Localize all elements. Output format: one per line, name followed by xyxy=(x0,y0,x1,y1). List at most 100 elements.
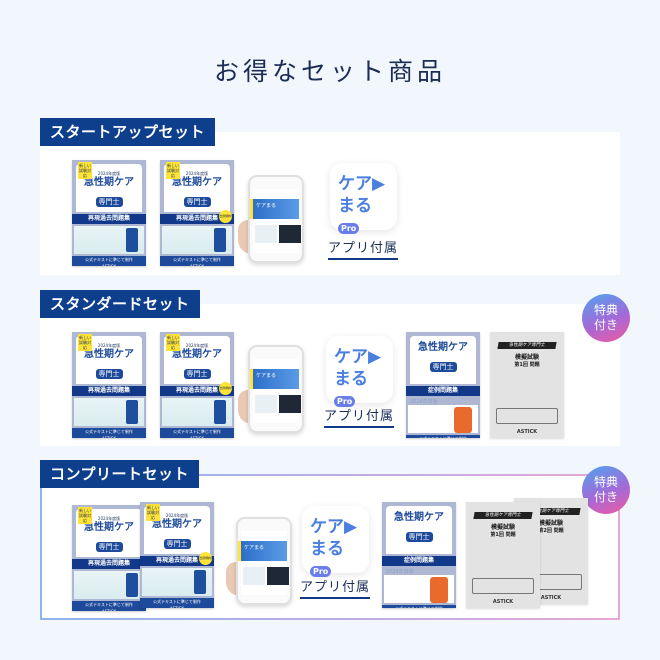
book-subtitle: 専門士 xyxy=(95,197,123,207)
new-tag: 新しい試験対応 xyxy=(78,507,92,524)
book-footer: 公式テキストに準じて制作 xyxy=(406,435,480,438)
badge-line2: 付き xyxy=(593,318,618,332)
book-band: 再現過去問題集 xyxy=(72,214,146,224)
edition-year: 2024年度版 xyxy=(410,399,438,405)
app-card xyxy=(255,395,277,413)
book-title: 急性期ケア xyxy=(84,522,134,533)
app-icon: ケア▶まる Pro xyxy=(302,506,369,577)
footer-text: 公式テキストに準じて制作 xyxy=(395,606,443,608)
book-subtitle: 専門士 xyxy=(183,369,211,379)
edition-year: 2024年度版 xyxy=(97,343,121,348)
app-name-line1: ケア▶ xyxy=(334,347,382,367)
app-screen-banner: ケアまる xyxy=(250,369,299,389)
footer-text: 公式テキストに準じて制作 xyxy=(85,429,133,434)
publisher-logo: ASTICK xyxy=(102,436,116,438)
footer-text: 公式テキストに準じて制作 xyxy=(419,436,467,438)
mock-header: 急性期ケア専門士 xyxy=(473,512,533,519)
book-footer: 公式テキストに準じて制作ASTICK xyxy=(160,428,234,438)
footer-text: 公式テキストに準じて制作 xyxy=(153,599,201,604)
bonus-badge: 特典付き xyxy=(582,294,630,342)
publisher-logo: ASTICK xyxy=(540,595,562,601)
book-illustration xyxy=(74,398,144,426)
badge-line1: 特典 xyxy=(593,475,618,489)
pro-tag: Pro xyxy=(338,222,360,234)
book-illustration xyxy=(162,226,232,254)
bonus-badge: 特典付き xyxy=(582,466,630,514)
book-band: 再現過去問題集 xyxy=(72,386,146,396)
book-band: 症例問題集 xyxy=(406,386,480,396)
publisher-logo: ASTICK xyxy=(190,264,204,266)
mock-round: 第1回 問題 xyxy=(490,532,516,538)
app-name-line1: ケア▶ xyxy=(338,174,386,194)
app-card xyxy=(243,567,265,585)
set-label-standard: スタンダードセット xyxy=(40,290,200,318)
app-name-line2: まる xyxy=(310,539,344,559)
app-icon: ケア▶まる Pro xyxy=(330,163,397,234)
trend-stamp: 出題傾向 xyxy=(219,210,232,223)
set-label-complete: コンプリートセット xyxy=(40,460,200,488)
edition-year: 2024年度版 xyxy=(165,513,189,518)
app-name-line1: ケア▶ xyxy=(310,517,358,537)
book-illustration xyxy=(74,571,144,599)
app-card xyxy=(279,395,301,413)
app-included-label: アプリ付属 xyxy=(324,408,395,428)
new-tag: 新しい試験対応 xyxy=(146,504,160,521)
book-title: 急性期ケア xyxy=(84,349,134,360)
book-illustration xyxy=(162,398,232,426)
pro-tag: Pro xyxy=(334,395,356,407)
app-included-label: アプリ付属 xyxy=(300,579,371,599)
trend-stamp: 出題傾向 xyxy=(199,552,212,565)
publisher-logo: ASTICK xyxy=(492,599,514,605)
mock-round: 第2回 問題 xyxy=(538,528,564,534)
edition-year: 2024年度版 xyxy=(97,171,121,176)
book-title: 急性期ケア xyxy=(84,177,134,188)
edition-year: 2024年度版 xyxy=(185,171,209,176)
publisher-logo: ASTICK xyxy=(102,609,116,611)
book-title: 急性期ケア xyxy=(172,177,222,188)
book-band: 再現過去問題集 xyxy=(160,386,234,396)
footer-text: 公式テキストに準じて制作 xyxy=(85,257,133,262)
page-title: お得なセット商品 xyxy=(213,57,446,86)
instructions-box xyxy=(472,578,534,594)
new-tag: 新しい試験対応 xyxy=(166,334,180,351)
pro-tag: Pro xyxy=(310,565,332,577)
book-illustration xyxy=(74,226,144,254)
new-tag: 新しい試験対応 xyxy=(78,334,92,351)
book-band: 再現過去問題集 xyxy=(160,214,234,224)
app-name-line2: まる xyxy=(334,369,368,389)
phone-mockup: ケアまる xyxy=(248,345,304,433)
mock-exam-booklet: 急性期ケア専門士模擬試験第1回 問題 ASTICK xyxy=(466,502,540,608)
mock-title: 模擬試験 xyxy=(538,520,563,527)
app-screen-banner: ケアまる xyxy=(238,541,287,561)
publisher-logo: ASTICK xyxy=(190,436,204,438)
edition-year: 2024年度版 xyxy=(386,569,414,575)
mock-header: 急性期ケア専門士 xyxy=(497,342,557,349)
mock-title: 模擬試験 xyxy=(490,524,515,531)
app-name-line2: まる xyxy=(338,196,372,216)
phone-mockup: ケアまる xyxy=(248,175,304,263)
book-footer: 公式テキストに準じて制作ASTICK xyxy=(72,601,146,611)
book-footer: 公式テキストに準じて制作ASTICK xyxy=(72,256,146,266)
book-title: 急性期ケア xyxy=(418,342,468,353)
mock-title: 模擬試験 xyxy=(514,354,539,361)
book-illustration xyxy=(142,568,212,596)
book-footer: 公式テキストに準じて制作ASTICK xyxy=(160,256,234,266)
book-footer: 公式テキストに準じて制作 xyxy=(382,605,456,608)
case-study-book: 急性期ケア専門士 症例問題集 2024年度版 公式テキストに準じて制作 xyxy=(382,502,456,608)
book-band: 症例問題集 xyxy=(382,556,456,566)
book-title: 急性期ケア xyxy=(394,512,444,523)
app-card xyxy=(279,225,301,243)
book-subtitle: 専門士 xyxy=(405,532,433,542)
app-card xyxy=(255,225,277,243)
book-footer: 公式テキストに準じて制作 ASTICK xyxy=(72,428,146,438)
instructions-box xyxy=(496,408,558,424)
book-illustration xyxy=(408,405,478,433)
book-subtitle: 専門士 xyxy=(183,197,211,207)
app-icon: ケア▶まる Pro xyxy=(326,336,393,407)
edition-year: 2024年度版 xyxy=(97,516,121,521)
